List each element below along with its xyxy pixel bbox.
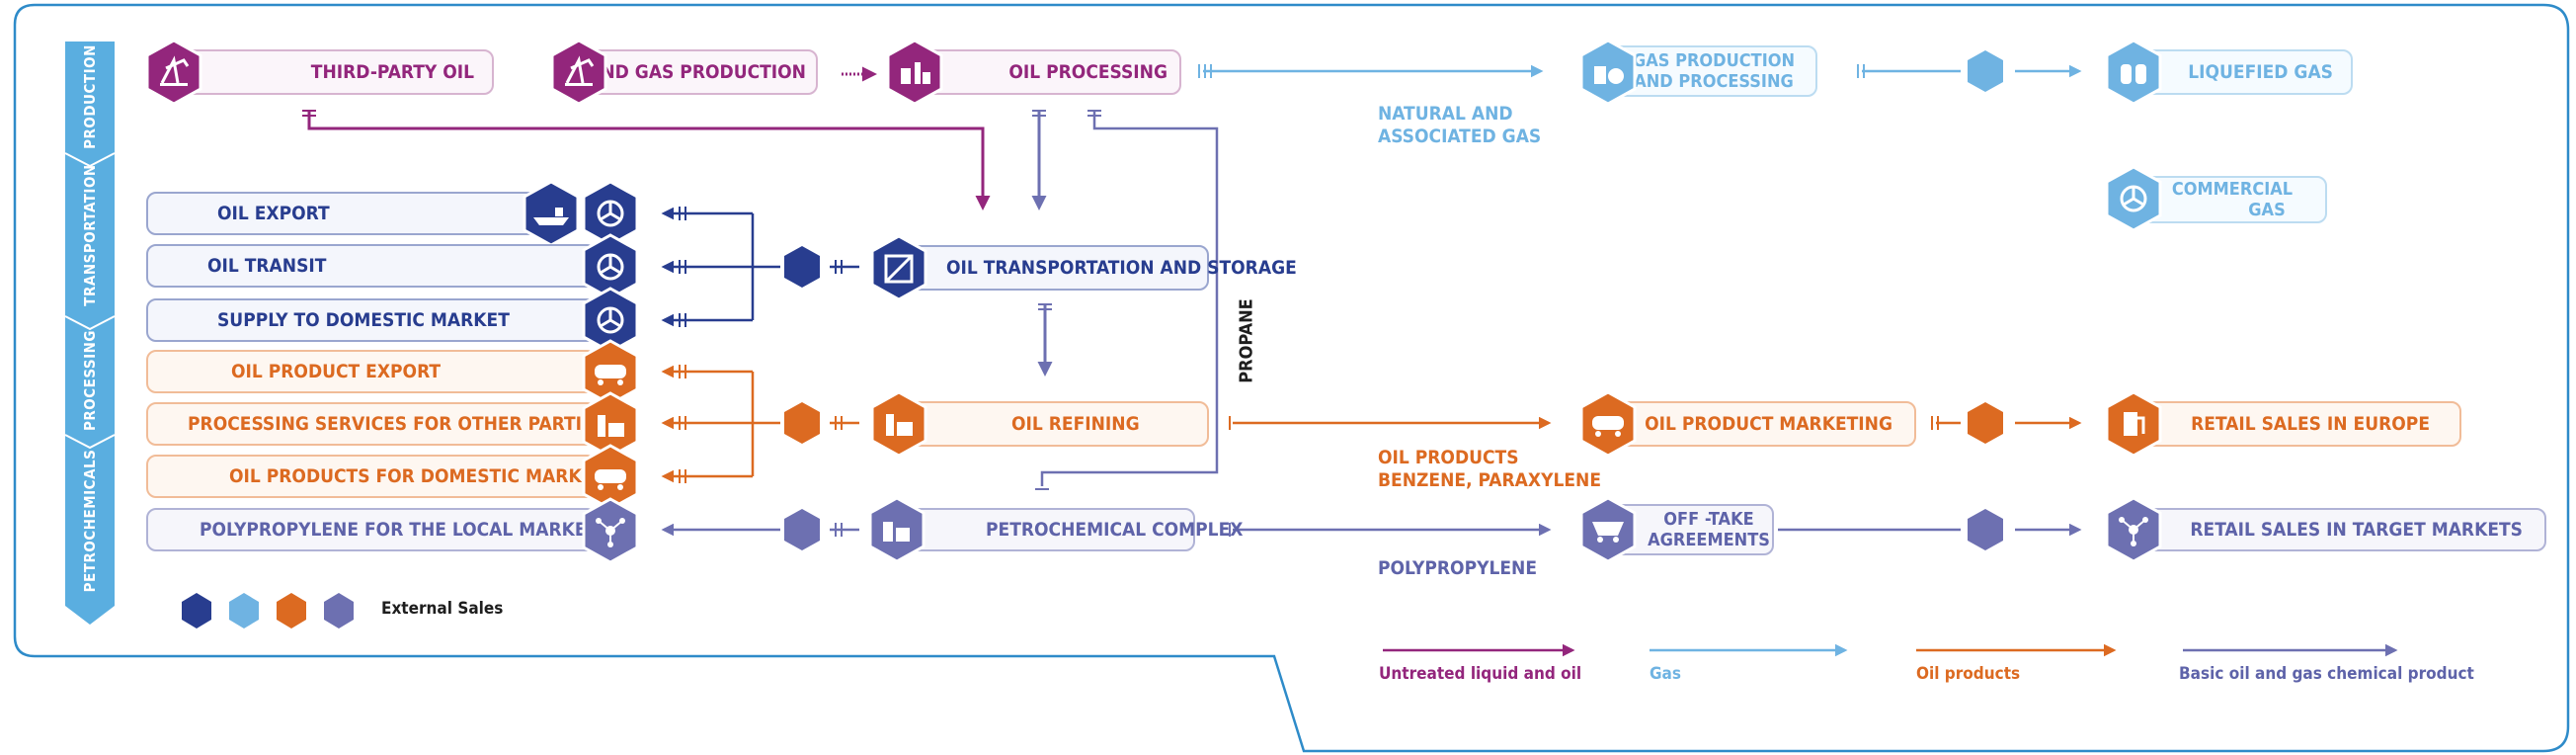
node-label: OIL EXPORT — [217, 203, 330, 224]
chemical-plant-icon — [867, 496, 926, 563]
node-oil-gas-production: OIL AND GAS PRODUCTION — [550, 49, 818, 95]
outer-frame — [13, 3, 2570, 753]
node-oil-transport-storage: OIL TRANSPORTATION AND STORAGE — [899, 245, 1297, 291]
refinery-icon — [581, 391, 640, 459]
node-label: PROCESSING SERVICES FOR OTHER PARTIES — [188, 413, 606, 435]
rail-tank-car-icon — [1578, 390, 1638, 458]
fuel-pump-icon — [2104, 390, 2163, 458]
refinery-tanks-icon — [885, 39, 944, 106]
node-retail-europe: RETAIL SALES IN EUROPE — [2137, 401, 2461, 447]
sidebar-label-petrochemicals: PETROCHEMICALS — [81, 449, 99, 593]
node-label-line1: OFF -TAKE — [1663, 509, 1754, 530]
node-label: RETAIL SALES IN TARGET MARKETS — [2190, 519, 2523, 541]
sidebar-label-production: PRODUCTION — [81, 44, 99, 149]
node-polypropylene-local: POLYPROPYLENE FOR THE LOCAL MARKET — [146, 508, 599, 551]
flow-label-line2: ASSOCIATED GAS — [1378, 126, 1542, 147]
node-label: OIL REFINING — [1011, 413, 1140, 435]
legend-basic-chemical: Basic oil and gas chemical product — [2179, 664, 2474, 684]
flow-label-polypropylene: POLYPROPYLENE — [1378, 557, 1538, 579]
legend-external-sales: External Sales — [381, 599, 504, 619]
rail-hopper-car-icon — [1578, 496, 1638, 563]
valve-icon — [2104, 165, 2163, 232]
legend-untreated: Untreated liquid and oil — [1379, 664, 1582, 684]
node-oil-export: OIL EXPORT — [146, 192, 537, 235]
node-third-party-oil: THIRD-PARTY OIL — [176, 49, 494, 95]
node-label-line1: COMMERCIAL — [2171, 179, 2294, 200]
external-sales-hexes — [784, 50, 2003, 550]
molecule-icon — [2104, 496, 2163, 563]
node-processing-services: PROCESSING SERVICES FOR OTHER PARTIES — [146, 402, 605, 446]
node-oil-product-marketing: OIL PRODUCT MARKETING — [1610, 401, 1916, 447]
node-gas-production: GAS PRODUCTION AND PROCESSING — [1610, 45, 1817, 97]
storage-tank-icon — [869, 234, 928, 301]
node-label: OIL TRANSIT — [207, 255, 327, 277]
node-label: LIQUEFIED GAS — [2188, 61, 2333, 83]
sidebar-label-processing: PROCESSING — [81, 329, 99, 432]
flow-label-line1: OIL PRODUCTS — [1378, 447, 1519, 468]
node-label: OIL AND GAS PRODUCTION — [550, 61, 806, 83]
gas-cylinders-icon — [2104, 39, 2163, 106]
tanker-ship-icon — [522, 180, 581, 247]
flow-label-line1: NATURAL AND — [1378, 103, 1513, 125]
oil-pump-icon — [549, 39, 608, 106]
node-oil-processing: OIL PROCESSING — [917, 49, 1181, 95]
flow-label-oil-products: OIL PRODUCTS BENZENE, PARAXYLENE — [1378, 447, 1601, 492]
node-label-line1: GAS PRODUCTION — [1632, 50, 1796, 71]
sidebar-bar — [65, 42, 115, 625]
node-petrochemical-complex: PETROCHEMICAL COMPLEX — [899, 508, 1243, 551]
gas-plant-icon — [1578, 39, 1638, 106]
node-liquefied-gas: LIQUEFIED GAS — [2137, 49, 2353, 95]
legend-hexes — [182, 593, 354, 629]
flow-label-line2: BENZENE, PARAXYLENE — [1378, 469, 1602, 491]
node-label: PETROCHEMICAL COMPLEX — [986, 519, 1244, 541]
node-label: RETAIL SALES IN EUROPE — [2191, 413, 2430, 435]
node-label: OIL PRODUCT EXPORT — [231, 361, 442, 382]
node-label-line2: AGREEMENTS — [1648, 530, 1770, 550]
node-label-line2: AND PROCESSING — [1634, 71, 1794, 92]
node-label-line2: GAS — [2248, 200, 2286, 220]
oil-pump-icon — [144, 39, 203, 106]
node-oil-product-export: OIL PRODUCT EXPORT — [146, 350, 597, 393]
valve-icon — [581, 233, 640, 300]
node-label: POLYPROPYLENE FOR THE LOCAL MARKET — [200, 519, 599, 541]
node-label: THIRD-PARTY OIL — [310, 61, 474, 83]
node-supply-domestic: SUPPLY TO DOMESTIC MARKET — [146, 298, 597, 342]
node-label: SUPPLY TO DOMESTIC MARKET — [217, 309, 510, 331]
flow-label-propane: PROPANE — [1236, 298, 1257, 383]
node-oil-products-domestic: OIL PRODUCTS FOR DOMESTIC MARKET — [146, 455, 604, 498]
node-label: OIL PRODUCTS FOR DOMESTIC MARKET — [229, 465, 605, 487]
legend-oil-products: Oil products — [1916, 664, 2021, 684]
flow-label-natural-gas: NATURAL AND ASSOCIATED GAS — [1378, 103, 1541, 148]
sidebar-label-transportation: TRANSPORTATION — [81, 164, 99, 306]
node-label: OIL PRODUCT MARKETING — [1645, 413, 1892, 435]
node-oil-transit: OIL TRANSIT — [146, 244, 597, 288]
legend-gas: Gas — [1650, 664, 1681, 684]
node-retail-target: RETAIL SALES IN TARGET MARKETS — [2137, 508, 2546, 551]
node-commercial-gas: COMMERCIAL GAS — [2137, 176, 2327, 223]
node-label: OIL TRANSPORTATION AND STORAGE — [946, 257, 1297, 279]
node-label: OIL PROCESSING — [1008, 61, 1167, 83]
refinery-icon — [869, 390, 928, 458]
molecule-icon — [581, 497, 640, 564]
node-oil-refining: OIL REFINING — [899, 401, 1209, 447]
